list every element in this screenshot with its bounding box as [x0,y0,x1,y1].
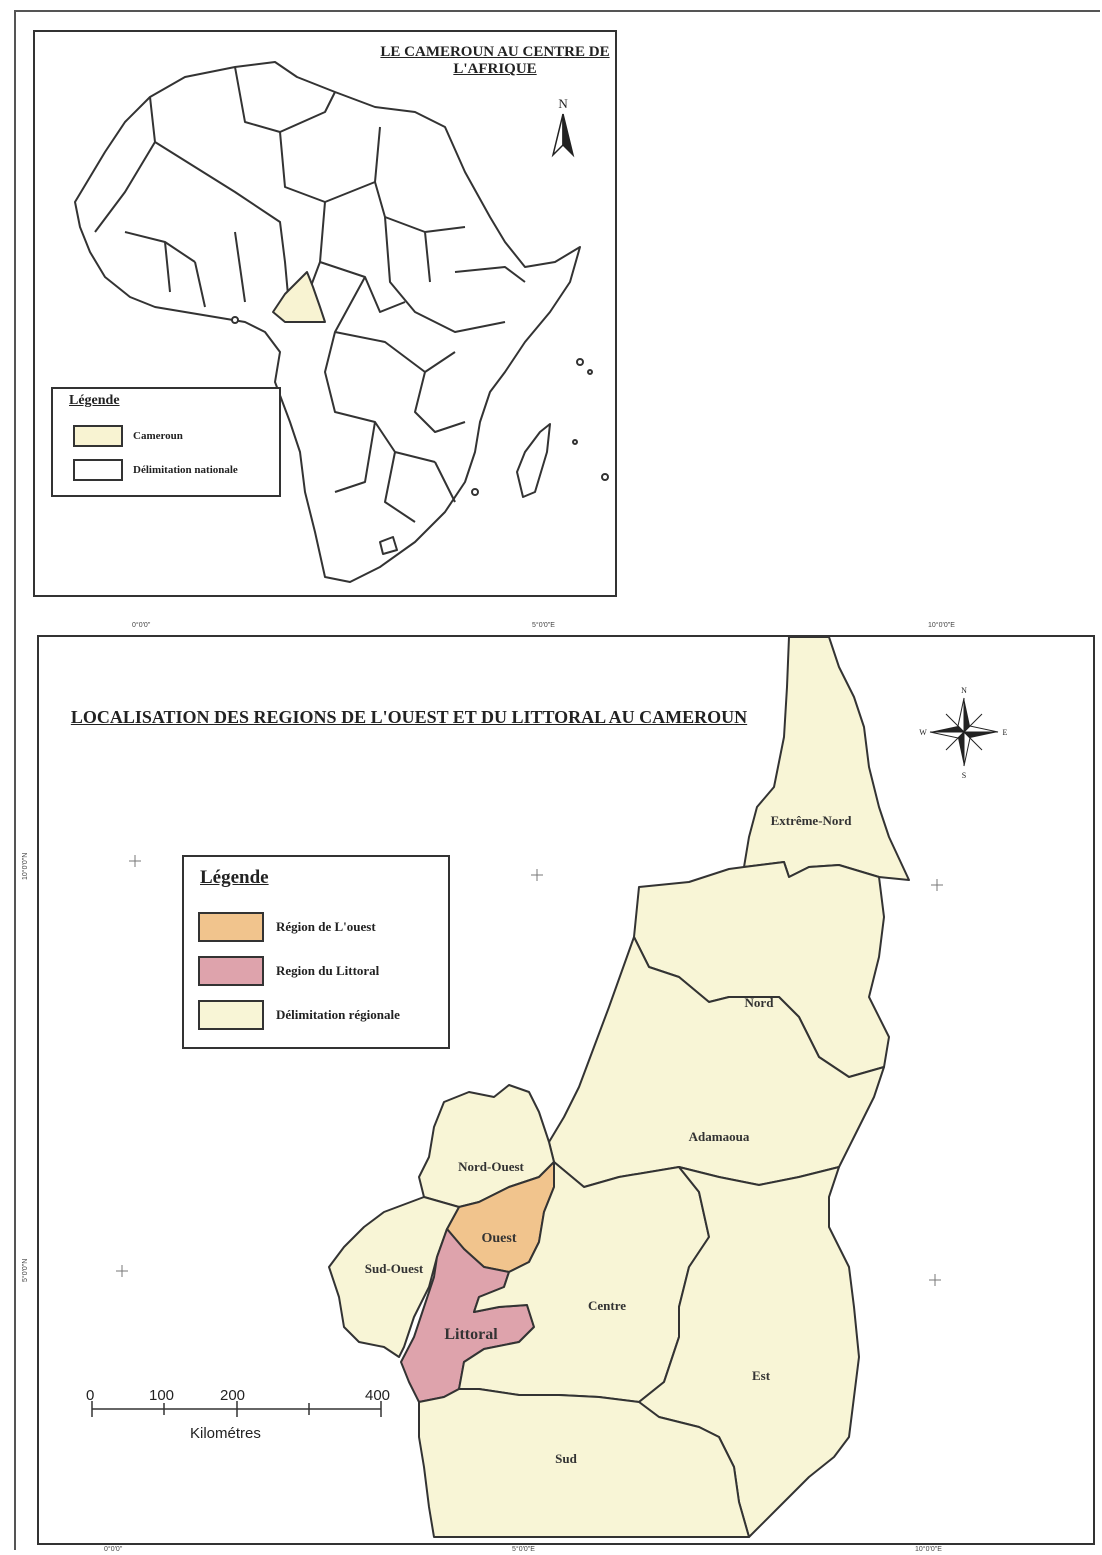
swatch-ouest [198,912,264,942]
cameroon-inset-highlight [272,271,326,323]
graticule-label-bottom: 5°0'0"E [512,1546,535,1553]
graticule-label-top: 0°0'0" [132,622,151,629]
inset-legend: Légende Cameroun Délimitation nationale [51,387,281,497]
legend-label: Délimitation régionale [276,1007,400,1022]
graticule-label-top: 5°0'0"E [532,622,555,629]
main-legend-item-ouest: Région de L'ouest [198,912,376,942]
compass-w: W [919,728,927,737]
region-label: Extrême-Nord [771,813,853,828]
page-frame [14,10,1100,1550]
region-label: Sud [555,1451,577,1466]
inset-legend-item-delimitation: Délimitation nationale [73,459,238,481]
island [576,358,584,366]
region-extreme-nord [743,637,910,881]
scale-bar-line [91,1401,382,1417]
graticule-label-left: 5°0'0"N [22,1258,29,1282]
graticule-crosses [116,855,943,1286]
main-legend-item-littoral: Region du Littoral [198,956,379,986]
scale-unit-label: Kilométres [190,1425,261,1442]
region-label: Nord-Ouest [458,1159,524,1174]
lesotho [379,536,398,555]
region-label: Adamaoua [689,1129,750,1144]
swatch-delimitation-nationale [73,459,123,481]
swatch-delimitation-regionale [198,1000,264,1030]
africa-map-svg: N [74,61,609,583]
graticule-label-bottom: 10°0'0"E [915,1546,942,1553]
graticule-label-top: 10°0'0"E [928,622,955,629]
region-label: Centre [588,1298,626,1313]
main-legend-item-delimitation: Délimitation régionale [198,1000,400,1030]
north-arrow-icon: N [551,96,575,158]
africa-borders [94,66,526,523]
legend-label: Region du Littoral [276,963,380,978]
region-label: Littoral [444,1326,498,1343]
madagascar [516,423,551,498]
africa-continent [74,61,581,583]
region-label: Ouest [482,1231,517,1246]
region-label: Nord [745,995,775,1010]
region-label: Est [752,1368,771,1383]
inset-legend-heading: Légende [69,393,120,408]
scale-tick-label: 0 [86,1387,95,1404]
compass-n: N [961,686,967,695]
scale-tick-label: 400 [365,1387,391,1404]
compass-rose-icon: N S E W [919,686,1007,780]
legend-label: Région de L'ouest [276,919,376,934]
scale-tick-label: 200 [220,1387,246,1404]
main-map-title: LOCALISATION DES REGIONS DE L'OUEST ET D… [70,707,748,727]
region-sud [418,1388,750,1538]
island [601,473,609,481]
island [572,439,578,445]
legend-label: Cameroun [133,430,183,442]
island [471,488,479,496]
compass-s: S [962,771,966,780]
region-est [638,1166,860,1538]
cameroon-main-map: Extrême-Nord Nord Adamaoua Nord-Ouest Ou… [37,635,1095,1545]
compass-e: E [1003,728,1008,737]
region-label: Sud-Ouest [365,1261,424,1276]
inset-legend-item-cameroun: Cameroun [73,425,183,447]
graticule-label-left: 10°0'0"N [22,852,29,880]
island [587,369,593,375]
cameroon-map-svg: Extrême-Nord Nord Adamaoua Nord-Ouest Ou… [91,637,1008,1538]
graticule-label-bottom: 0°0'0" [104,1546,123,1553]
main-legend: Légende Région de L'ouest Region du Litt… [182,855,450,1049]
swatch-littoral [198,956,264,986]
scale-tick-label: 100 [149,1387,175,1404]
north-label: N [558,96,568,111]
island [231,316,239,324]
legend-label: Délimitation nationale [133,464,238,476]
main-legend-heading: Légende [200,867,269,888]
inset-map-title: LE CAMEROUN AU CENTRE DE L'AFRIQUE [380,44,610,78]
africa-inset-map: N LE CAMEROUN AU CENTRE DE L'AFRIQUE Lég… [33,30,617,597]
swatch-cameroun [73,425,123,447]
